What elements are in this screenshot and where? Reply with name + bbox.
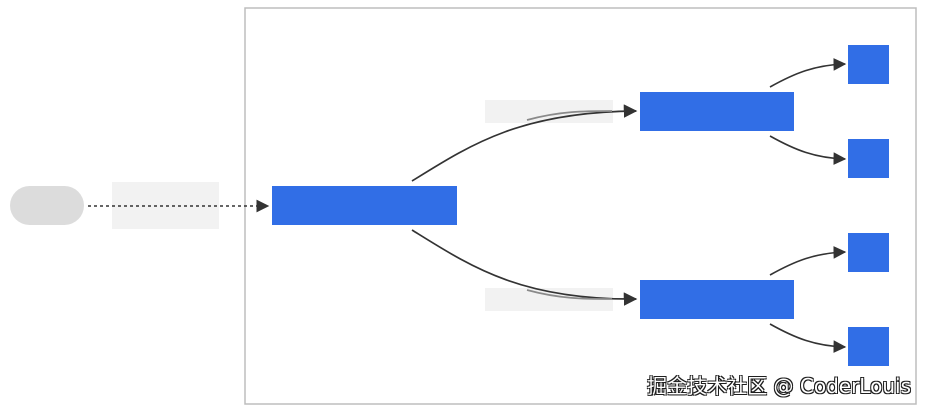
leaf-node-2 xyxy=(848,139,889,178)
edge-root-to-lower xyxy=(411,229,638,306)
edge-lower-to-leaf-4 xyxy=(769,323,847,354)
edge-lower-faded-segment xyxy=(526,289,613,300)
watermark: 掘金技术社区 @ CoderLouis xyxy=(647,374,911,398)
start-pill xyxy=(10,186,84,225)
upper-branch-node xyxy=(640,92,794,131)
edge-root-to-upper xyxy=(411,104,638,182)
edge-upper-faded-segment xyxy=(526,110,613,121)
upper-branch-label-placeholder xyxy=(485,100,613,123)
entry-label-placeholder xyxy=(112,182,219,229)
lower-branch-node xyxy=(640,280,794,319)
leaf-node-3 xyxy=(848,233,889,272)
root-node xyxy=(272,186,457,225)
leaf-node-1 xyxy=(848,45,889,84)
edge-upper-to-leaf-1 xyxy=(769,57,847,88)
lower-branch-label-placeholder xyxy=(485,288,613,311)
leaf-node-4 xyxy=(848,327,889,366)
edge-upper-to-leaf-2 xyxy=(769,135,847,166)
edge-lower-to-leaf-3 xyxy=(769,245,847,276)
